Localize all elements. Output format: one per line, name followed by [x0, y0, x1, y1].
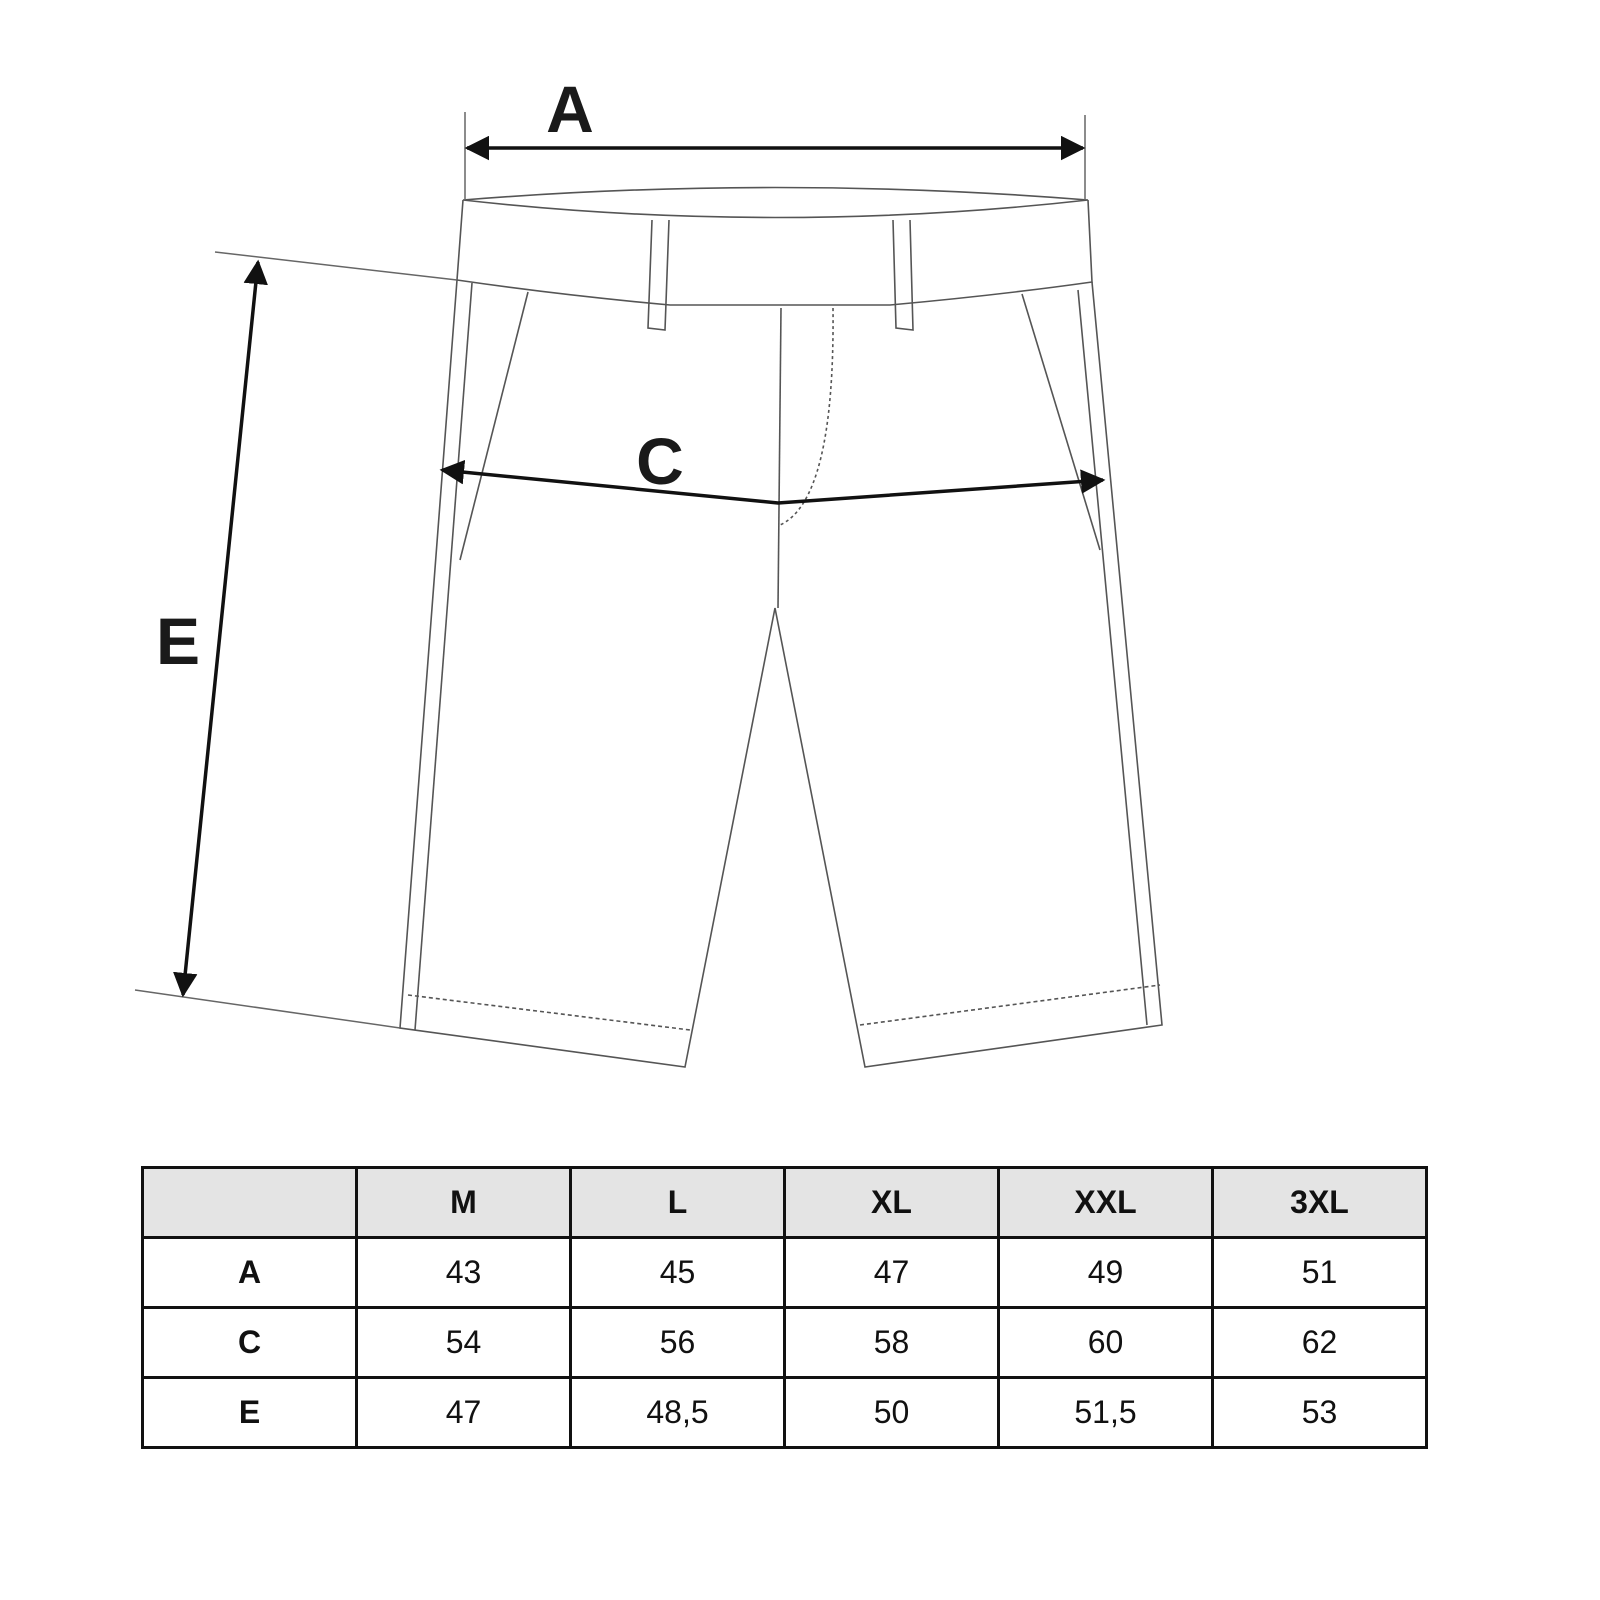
- dimension-a: A: [464, 72, 1086, 200]
- header-cell: XL: [783, 1166, 1000, 1239]
- table-cell: 43: [355, 1236, 572, 1309]
- label-c: C: [636, 424, 684, 498]
- label-a: A: [546, 72, 594, 146]
- table-cell: 50: [783, 1376, 1000, 1449]
- table-cell: 48,5: [569, 1376, 786, 1449]
- header-cell: XXL: [997, 1166, 1214, 1239]
- shorts-diagram: A C E: [134, 72, 1163, 1068]
- table-cell: 51: [1211, 1236, 1428, 1309]
- table-cell: 60: [997, 1306, 1214, 1379]
- table-cell: 47: [355, 1376, 572, 1449]
- table-row: C 54 56 58 60 62: [141, 1306, 1428, 1379]
- header-cell: M: [355, 1166, 572, 1239]
- table-header-row: M L XL XXL 3XL: [141, 1166, 1428, 1239]
- row-label: E: [141, 1376, 358, 1449]
- table-cell: 56: [569, 1306, 786, 1379]
- table-row: E 47 48,5 50 51,5 53: [141, 1376, 1428, 1449]
- table-cell: 49: [997, 1236, 1214, 1309]
- table-cell: 51,5: [997, 1376, 1214, 1449]
- label-e: E: [156, 604, 200, 678]
- row-label: A: [141, 1236, 358, 1309]
- row-label: C: [141, 1306, 358, 1379]
- table-cell: 47: [783, 1236, 1000, 1309]
- shorts-outline: [399, 186, 1163, 1068]
- header-cell: L: [569, 1166, 786, 1239]
- header-cell: [141, 1166, 358, 1239]
- size-table: M L XL XXL 3XL A 43 45 47 49 51 C 54 56 …: [141, 1166, 1428, 1449]
- table-cell: 62: [1211, 1306, 1428, 1379]
- header-cell: 3XL: [1211, 1166, 1428, 1239]
- table-cell: 58: [783, 1306, 1000, 1379]
- table-row: A 43 45 47 49 51: [141, 1236, 1428, 1309]
- table-cell: 54: [355, 1306, 572, 1379]
- table-cell: 45: [569, 1236, 786, 1309]
- dimension-e: E: [134, 251, 458, 1029]
- dimension-c: C: [439, 424, 1106, 505]
- table-cell: 53: [1211, 1376, 1428, 1449]
